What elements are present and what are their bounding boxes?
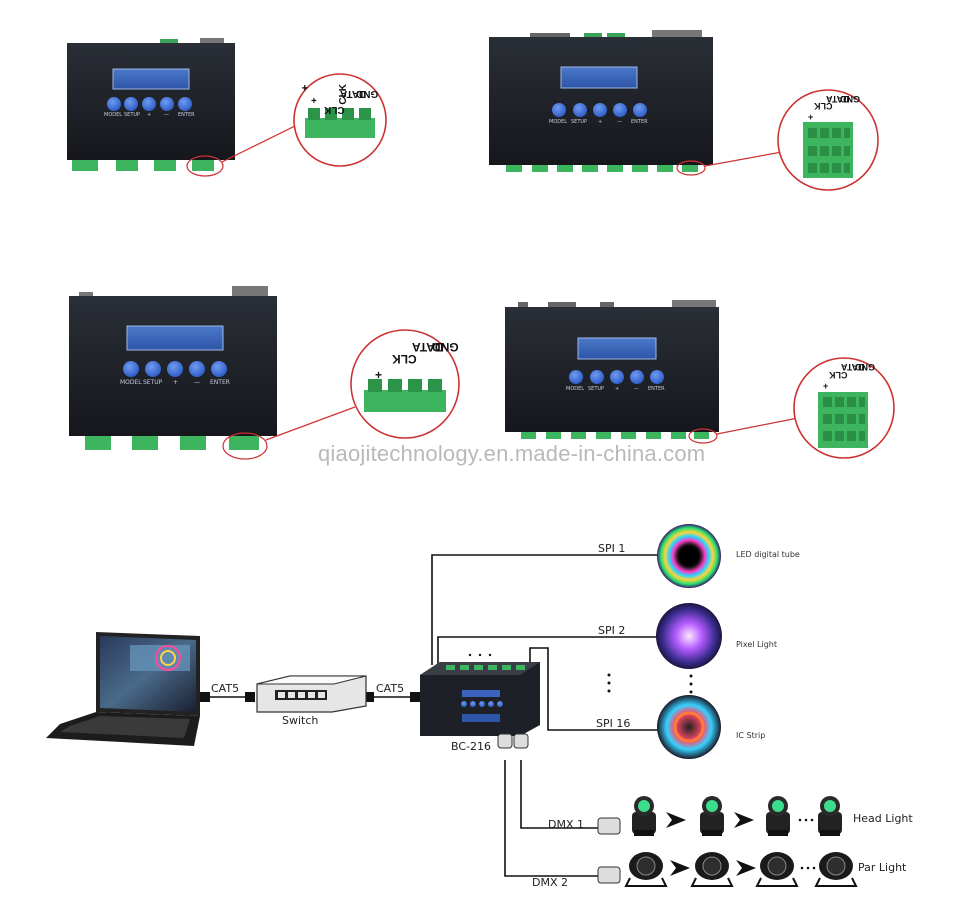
pixel-light-image [656, 603, 722, 669]
button-label-setup: SETUP [571, 119, 588, 125]
dmx1-label: DMX 1 [548, 818, 584, 831]
button-label-minus: — [194, 379, 200, 386]
button-label-model: MODEL [120, 379, 142, 386]
pin-label-clk-callout1: CLK [324, 104, 345, 115]
control-buttons [123, 361, 227, 377]
watermark-text: qiaojitechnology.en.made-in-china.com [318, 441, 706, 466]
pin-label-plus-callout2: + [808, 112, 814, 122]
button-label-model: MODEL [104, 112, 123, 118]
controller-unit-2 [489, 30, 879, 191]
button-label-enter: ENTER [648, 386, 665, 392]
pin-label-gnd-callout3: GND [432, 340, 459, 354]
cable-label-left: CAT5 [211, 682, 240, 695]
button-label-minus: — [617, 119, 622, 125]
control-buttons [552, 103, 647, 117]
button-label-setup: SETUP [143, 379, 163, 386]
button-label-minus: — [634, 386, 639, 392]
button-label-plus: + [147, 112, 152, 118]
pin-label-clk-callout3: CLK [392, 352, 417, 366]
device-label-head-light: Head Light [853, 812, 913, 825]
pin-label-plus: + [301, 81, 308, 93]
pin-label-plus-callout3: + [375, 368, 383, 382]
button-label-plus: + [615, 386, 620, 392]
button-label-minus: — [164, 112, 169, 118]
head-lights [632, 796, 842, 836]
switch-label: Switch [282, 714, 319, 727]
button-label-plus: + [173, 379, 179, 386]
spi16-label: SPI 16 [596, 717, 631, 730]
button-label-enter: ENTER [178, 112, 195, 118]
laptop-illustration [46, 632, 200, 746]
pin-label-plus-1: + [311, 96, 317, 107]
device-label-ic-strip: IC Strip [736, 731, 766, 740]
pin-label-gnd-callout1: GND [356, 88, 379, 99]
device-label-led-digital-tube: LED digital tube [736, 550, 800, 559]
network-switch [256, 675, 367, 713]
device-label-par-light: Par Light [858, 861, 907, 874]
par-lights [624, 852, 858, 887]
control-buttons [107, 97, 192, 111]
cable-label-right: CAT5 [376, 682, 405, 695]
button-label-model: MODEL [549, 119, 568, 125]
controller-model-label: BC-216 [451, 740, 491, 753]
pin-label-plus-callout4: + [823, 381, 829, 391]
button-label-enter: ENTER [210, 379, 230, 386]
ellipsis-dots [468, 653, 693, 694]
bc216-controller [420, 662, 540, 749]
spi1-label: SPI 1 [598, 542, 626, 555]
button-label-plus: + [598, 119, 603, 125]
spi2-label: SPI 2 [598, 624, 626, 637]
pin-label-gnd-callout4: GND [855, 362, 875, 372]
button-label-enter: ENTER [631, 119, 648, 125]
ic-strip-image [657, 695, 721, 759]
control-buttons [569, 370, 664, 384]
button-label-setup: SETUP [588, 386, 605, 392]
controller-unit-1 [67, 38, 387, 177]
device-label-pixel-light: Pixel Light [736, 640, 778, 649]
connection-diagram [205, 554, 660, 877]
pin-label-gnd-callout2: GND [840, 94, 860, 104]
dmx2-label: DMX 2 [532, 876, 568, 889]
button-label-model: MODEL [566, 386, 585, 392]
controller-unit-4 [505, 300, 895, 459]
controller-unit-3 [69, 286, 460, 460]
button-label-setup: SETUP [124, 112, 141, 118]
